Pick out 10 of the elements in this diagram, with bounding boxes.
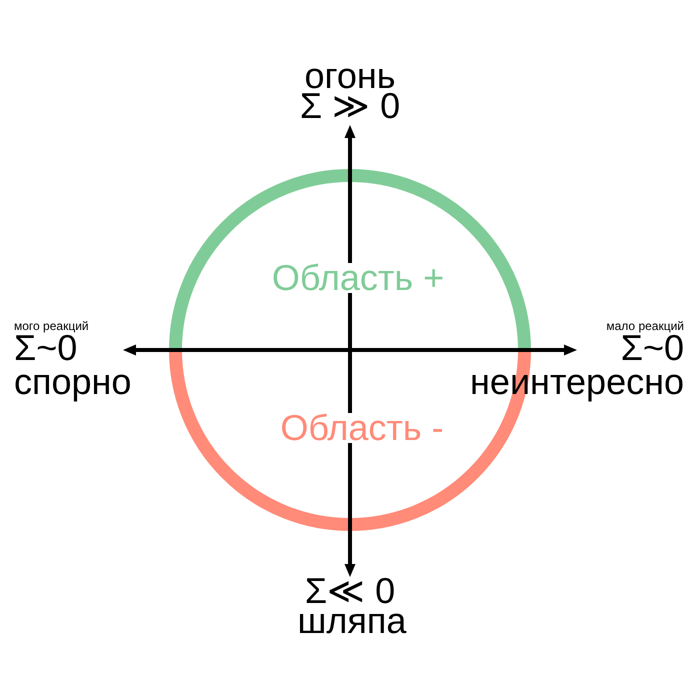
sum-label: Σ ≫ 0 <box>300 90 400 120</box>
note-label: мало реакций <box>606 320 684 332</box>
note-label: мого реакций <box>14 320 89 332</box>
pole-label: неинтересно <box>470 363 684 401</box>
pole-label: огонь <box>304 60 396 90</box>
pole-label: шляпа <box>298 606 406 636</box>
sum-label: Σ~0 <box>620 333 684 363</box>
sum-label: Σ≪ 0 <box>304 576 396 606</box>
sum-label: Σ~0 <box>14 333 78 363</box>
pole-label: спорно <box>14 363 132 401</box>
